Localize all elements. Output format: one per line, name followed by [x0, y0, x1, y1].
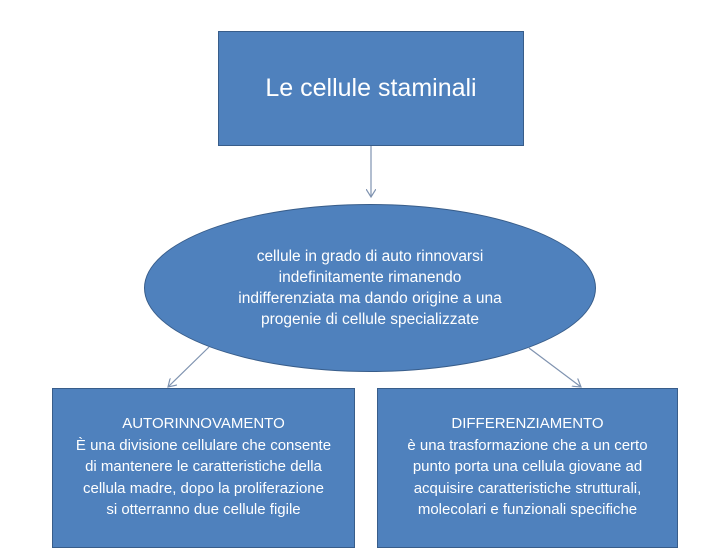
definition-text: cellule in grado di auto rinnovarsi inde…	[220, 246, 520, 330]
autorinnovamento-line: si otterranno due cellule figile	[106, 501, 301, 518]
title-text: Le cellule staminali	[265, 74, 477, 102]
differenziamento-line: acquisire caratteristiche strutturali,	[413, 479, 642, 497]
definition-ellipse: cellule in grado di auto rinnovarsi inde…	[144, 204, 596, 372]
autorinnovamento-box: AUTORINNOVAMENTO È una divisione cellula…	[52, 388, 355, 548]
definition-line: indifferenziata ma dando origine a una	[238, 290, 502, 307]
definition-line: indefinitamente rimanendo	[278, 269, 462, 286]
differenziamento-line: molecolari e funzionali specifiche	[417, 501, 638, 518]
differenziamento-line: punto porta una cellula giovane ad	[412, 458, 643, 475]
differenziamento-line: è una trasformazione che a un certo	[407, 436, 648, 454]
definition-line: cellule in grado di auto rinnovarsi	[256, 248, 484, 265]
arrow-definition-to-autorinnovamento	[168, 346, 210, 387]
autorinnovamento-line: cellula madre, dopo la proliferazione	[83, 479, 324, 497]
differenziamento-heading: DIFFERENZIAMENTO	[451, 415, 604, 432]
differenziamento-text: DIFFERENZIAMENTO è una trasformazione ch…	[407, 413, 647, 521]
definition-line: progenie di cellule specializzate	[261, 311, 479, 328]
autorinnovamento-heading: AUTORINNOVAMENTO	[122, 415, 285, 432]
title-box: Le cellule staminali	[218, 31, 524, 146]
arrow-definition-to-differenziamento	[528, 347, 581, 387]
autorinnovamento-line: di mantenere le caratteristiche della	[85, 458, 322, 475]
autorinnovamento-text: AUTORINNOVAMENTO È una divisione cellula…	[76, 413, 331, 521]
differenziamento-box: DIFFERENZIAMENTO è una trasformazione ch…	[377, 388, 678, 548]
autorinnovamento-line: È una divisione cellulare che consente	[75, 436, 332, 454]
